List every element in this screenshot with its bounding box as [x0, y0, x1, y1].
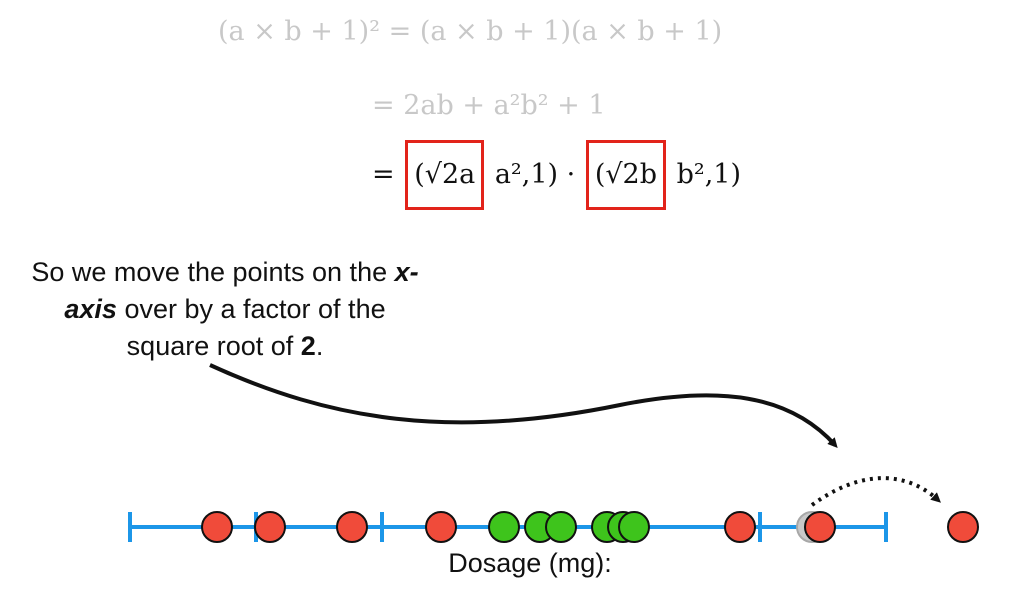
- caption-text-2: over by a factor of the square root of: [116, 294, 386, 361]
- caption-text: So we move the points on the: [31, 257, 395, 287]
- curved-arrow: [209, 363, 838, 448]
- term-a: a²,1) ·: [494, 159, 576, 190]
- equation-line-3: = (√2a a²,1) · (√2b b²,1): [372, 140, 741, 210]
- green-point: [488, 511, 520, 543]
- red-point: [425, 511, 457, 543]
- caption-period: .: [315, 331, 324, 361]
- green-point: [545, 511, 577, 543]
- green-point: [618, 511, 650, 543]
- highlight-box-b: (√2b: [585, 140, 667, 210]
- equals-sign: =: [372, 159, 395, 190]
- highlight-box-a: (√2a: [405, 140, 485, 210]
- red-point-shifted: [947, 511, 979, 543]
- term-b: b²,1): [676, 159, 742, 190]
- equation-line-1: (a × b + 1)² = (a × b + 1)(a × b + 1): [218, 16, 723, 47]
- red-point: [724, 511, 756, 543]
- caption-x-axis: x-axis: [64, 257, 419, 324]
- red-point: [254, 511, 286, 543]
- red-point: [804, 511, 836, 543]
- caption-two: 2: [300, 331, 316, 361]
- red-point: [201, 511, 233, 543]
- axis-label: Dosage (mg):: [448, 548, 612, 578]
- red-point: [336, 511, 368, 543]
- dotted-shift-arrow: [810, 476, 941, 507]
- explanation-caption: So we move the points on the x-axis over…: [20, 254, 430, 365]
- equation-line-2: = 2ab + a²b² + 1: [372, 90, 606, 121]
